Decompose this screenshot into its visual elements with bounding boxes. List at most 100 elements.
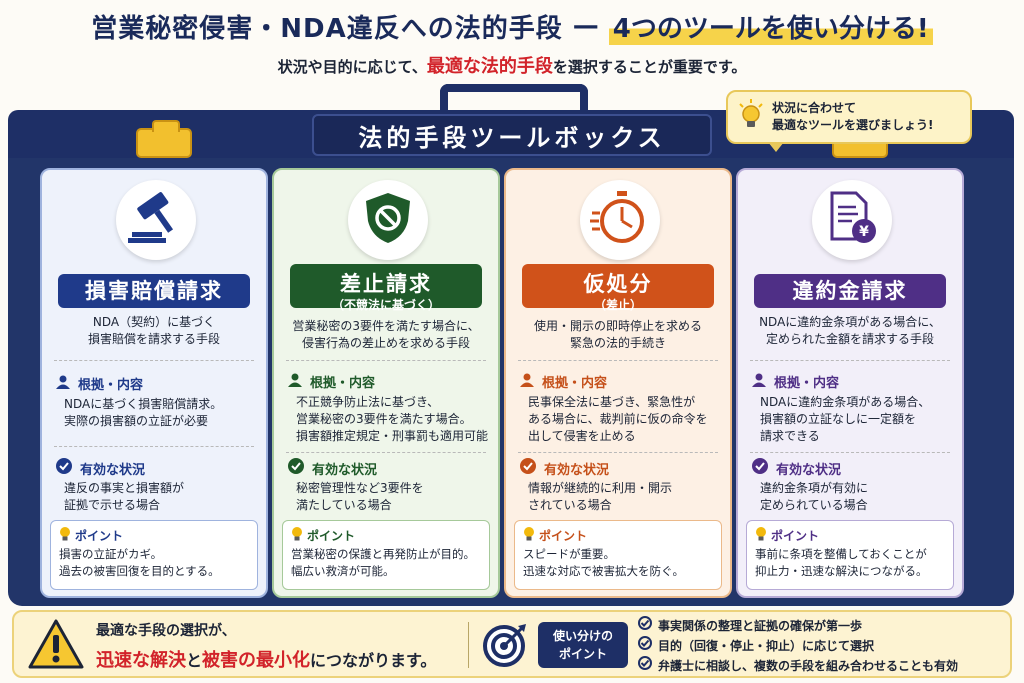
desc-line-2: 緊急の法的手続き: [569, 336, 666, 350]
desc-line-1: NDAに違約金条項がある場合に、: [759, 315, 941, 329]
svg-text:¥: ¥: [859, 224, 869, 240]
lightbulb-icon: [523, 527, 535, 544]
card-provisional-disposition: 仮処分 （差止） 使用・開示の即時停止を求める 緊急の法的手続き 根拠・内容 民…: [504, 168, 732, 598]
footer-divider: [468, 622, 469, 668]
card-damages-claim: 損害賠償請求 NDA（契約）に基づく 損害賠償を請求する手段 根拠・内容 NDA…: [40, 168, 268, 598]
basis-heading: 根拠・内容: [56, 374, 143, 393]
effective-body: 秘密管理性など3要件を 満たしている場合: [296, 481, 424, 512]
point-heading: ポイント: [755, 527, 945, 544]
desc-line-1: NDA（契約）に基づく: [92, 315, 216, 329]
yen-document-icon: ¥: [826, 191, 878, 249]
tip-list: 事実関係の整理と証拠の確保が第一歩 目的（回復・停止・抑止）に応じて選択 弁護士…: [638, 616, 958, 676]
divider: [750, 360, 950, 361]
footer-message: 最適な手段の選択が、 迅速な解決と被害の最小化につながります。: [96, 620, 436, 672]
basis-heading: 根拠・内容: [752, 372, 839, 391]
basis-body: 不正競争防止法に基づき、 営業秘密の3要件を満たす場合。 損害額推定規定・刑事罰…: [296, 395, 489, 443]
effective-heading-text: 有効な状況: [544, 462, 610, 478]
basis-heading-text: 根拠・内容: [542, 376, 608, 391]
effective-body: 違約金条項が有効に 定められている場合: [760, 481, 869, 512]
divider: [750, 452, 950, 453]
divider: [54, 360, 254, 361]
tip-text: 目的（回復・停止・抑止）に応じて選択: [658, 638, 875, 653]
tip-bubble: 状況に合わせて 最適なツールを選びましょう!: [726, 90, 972, 152]
toolbox-handle: [440, 84, 588, 116]
icon-circle: [116, 180, 196, 260]
lightbulb-icon: [738, 99, 764, 135]
card-subtitle: （差止）: [593, 298, 642, 312]
lightbulb-icon: [291, 527, 303, 544]
toolbox-label: 法的手段ツールボックス: [312, 114, 712, 156]
point-body: 損害の立証がカギ。 過去の被害回復を目的とする。: [59, 547, 220, 578]
title-dash: —: [572, 11, 599, 41]
effective-heading-text: 有効な状況: [80, 462, 146, 478]
tip-item: 事実関係の整理と証拠の確保が第一歩: [638, 616, 958, 636]
point-heading-text: ポイント: [539, 529, 588, 543]
divider: [286, 452, 486, 453]
card-title: 違約金請求: [792, 279, 908, 303]
card-title: 損害賠償請求: [85, 279, 223, 303]
footer-emphasis-2: 被害の最小化: [202, 650, 311, 671]
check-circle-icon: [56, 458, 72, 478]
stopwatch-icon: [590, 191, 650, 249]
footer-message-line-1: 最適な手段の選択が、: [96, 623, 236, 639]
footer-post: につながります。: [310, 651, 437, 670]
person-icon: [56, 375, 70, 393]
point-heading: ポイント: [523, 527, 713, 544]
basis-heading-text: 根拠・内容: [774, 376, 840, 391]
card-description: 営業秘密の3要件を満たす場合に、 侵害行為の差止めを求める手段: [280, 318, 492, 352]
card-injunction: 差止請求 （不競法に基づく） 営業秘密の3要件を満たす場合に、 侵害行為の差止め…: [272, 168, 500, 598]
icon-circle: [580, 180, 660, 260]
point-heading-text: ポイント: [75, 529, 124, 543]
effective-heading-text: 有効な状況: [312, 462, 378, 478]
bubble-line-1: 状況に合わせて: [772, 101, 857, 115]
point-box: ポイント 営業秘密の保護と再発防止が目的。 幅広い救済が可能。: [282, 520, 490, 590]
title-row: 営業秘密侵害・NDA違反への法的手段 — 4つのツールを使い分ける!: [0, 6, 1024, 46]
warning-icon: [28, 618, 84, 674]
effective-heading: 有効な状況: [752, 458, 841, 478]
page-title: 営業秘密侵害・NDA違反への法的手段: [91, 13, 563, 44]
check-circle-icon: [752, 458, 768, 478]
desc-line-1: 使用・開示の即時停止を求める: [533, 319, 702, 333]
person-icon: [520, 373, 534, 391]
point-body: 営業秘密の保護と再発防止が目的。 幅広い救済が可能。: [291, 547, 475, 578]
effective-heading: 有効な状況: [520, 458, 609, 478]
card-badge: 違約金請求: [754, 274, 946, 308]
desc-line-2: 定められた金額を請求する手段: [765, 332, 934, 346]
check-circle-icon: [520, 458, 536, 478]
card-title: 仮処分: [583, 272, 653, 296]
effective-heading: 有効な状況: [288, 458, 377, 478]
card-description: NDAに違約金条項がある場合に、 定められた金額を請求する手段: [744, 314, 956, 348]
point-heading: ポイント: [291, 527, 481, 544]
lightbulb-icon: [755, 527, 767, 544]
effective-body: 情報が継続的に利用・開示 されている場合: [528, 481, 673, 512]
effective-heading-text: 有効な状況: [776, 462, 842, 478]
card-penalty-claim: ¥ 違約金請求 NDAに違約金条項がある場合に、 定められた金額を請求する手段 …: [736, 168, 964, 598]
tip-badge: 使い分けの ポイント: [538, 622, 628, 668]
check-circle-icon: [288, 458, 304, 478]
divider: [54, 446, 254, 447]
desc-line-2: 侵害行為の差止めを求める手段: [301, 336, 470, 350]
card-title: 差止請求: [340, 272, 432, 296]
divider: [518, 360, 718, 361]
tip-badge-line-2: ポイント: [558, 647, 607, 661]
point-box: ポイント 事前に条項を整備しておくことが 抑止力・迅速な解決につながる。: [746, 520, 954, 590]
point-box: ポイント スピードが重要。 迅速な対応で被害拡大を防ぐ。: [514, 520, 722, 590]
basis-heading-text: 根拠・内容: [310, 376, 376, 391]
target-icon: [482, 622, 528, 672]
basis-heading: 根拠・内容: [520, 372, 607, 391]
subtitle-emphasis: 最適な法的手段: [426, 56, 553, 77]
card-badge: 損害賠償請求: [58, 274, 250, 308]
card-subtitle: （不競法に基づく）: [331, 298, 440, 312]
footer-message-line-2: 迅速な解決と被害の最小化につながります。: [96, 646, 436, 672]
toolbox-latch-left: [136, 120, 192, 158]
effective-body: 違反の事実と損害額が 証拠で示せる場合: [64, 481, 185, 512]
card-description: NDA（契約）に基づく 損害賠償を請求する手段: [48, 314, 260, 348]
tip-text: 事実関係の整理と証拠の確保が第一歩: [658, 618, 863, 633]
person-icon: [752, 373, 766, 391]
card-description: 使用・開示の即時停止を求める 緊急の法的手続き: [512, 318, 724, 352]
shield-icon: [364, 191, 412, 249]
divider: [518, 452, 718, 453]
desc-line-1: 営業秘密の3要件を満たす場合に、: [292, 319, 480, 333]
person-icon: [288, 373, 302, 391]
basis-heading-text: 根拠・内容: [78, 378, 144, 393]
